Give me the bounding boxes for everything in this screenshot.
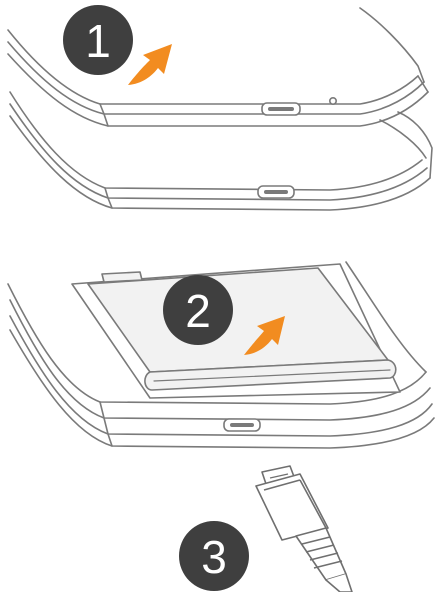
step-3-badge: 3 [179, 521, 249, 591]
step-1-number: 1 [85, 15, 111, 67]
usb-cable [256, 466, 352, 592]
phone-body-lower [10, 92, 432, 210]
lift-arrow-1 [128, 44, 172, 85]
step-2-number: 2 [185, 285, 211, 337]
step-3-number: 3 [201, 531, 227, 583]
step-2-badge: 2 [163, 275, 233, 345]
usb-strain-relief [296, 528, 346, 580]
step-1-badge: 1 [63, 5, 133, 75]
microphone-hole [330, 98, 336, 104]
